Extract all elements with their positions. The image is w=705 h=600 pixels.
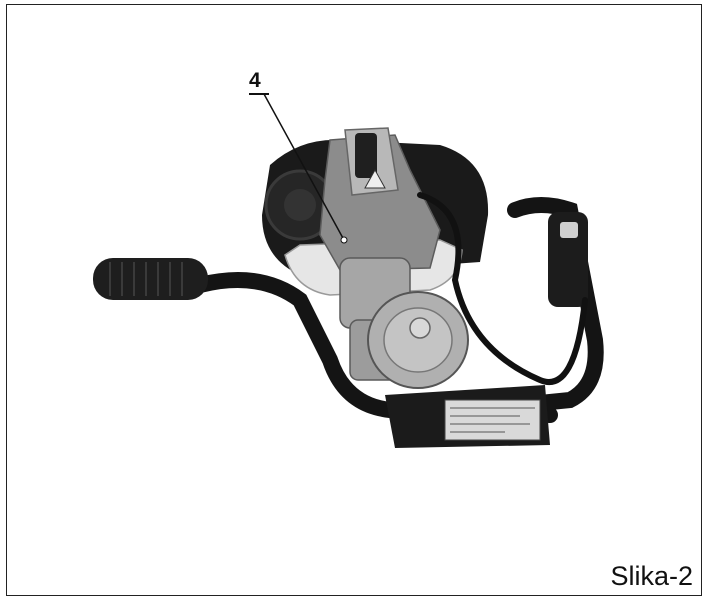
callout-number: 4 (249, 69, 261, 92)
right-handle-frame (462, 197, 604, 418)
rating-label (444, 399, 541, 441)
callout-target-dot (340, 236, 348, 244)
figure-caption: Slika-2 (610, 561, 693, 591)
throttle-cable (417, 192, 588, 385)
callout-leader (263, 93, 345, 241)
left-handle-frame (192, 272, 558, 423)
warning-label (364, 168, 386, 189)
throttle-grip (548, 212, 588, 307)
throttle-switch (560, 222, 578, 238)
